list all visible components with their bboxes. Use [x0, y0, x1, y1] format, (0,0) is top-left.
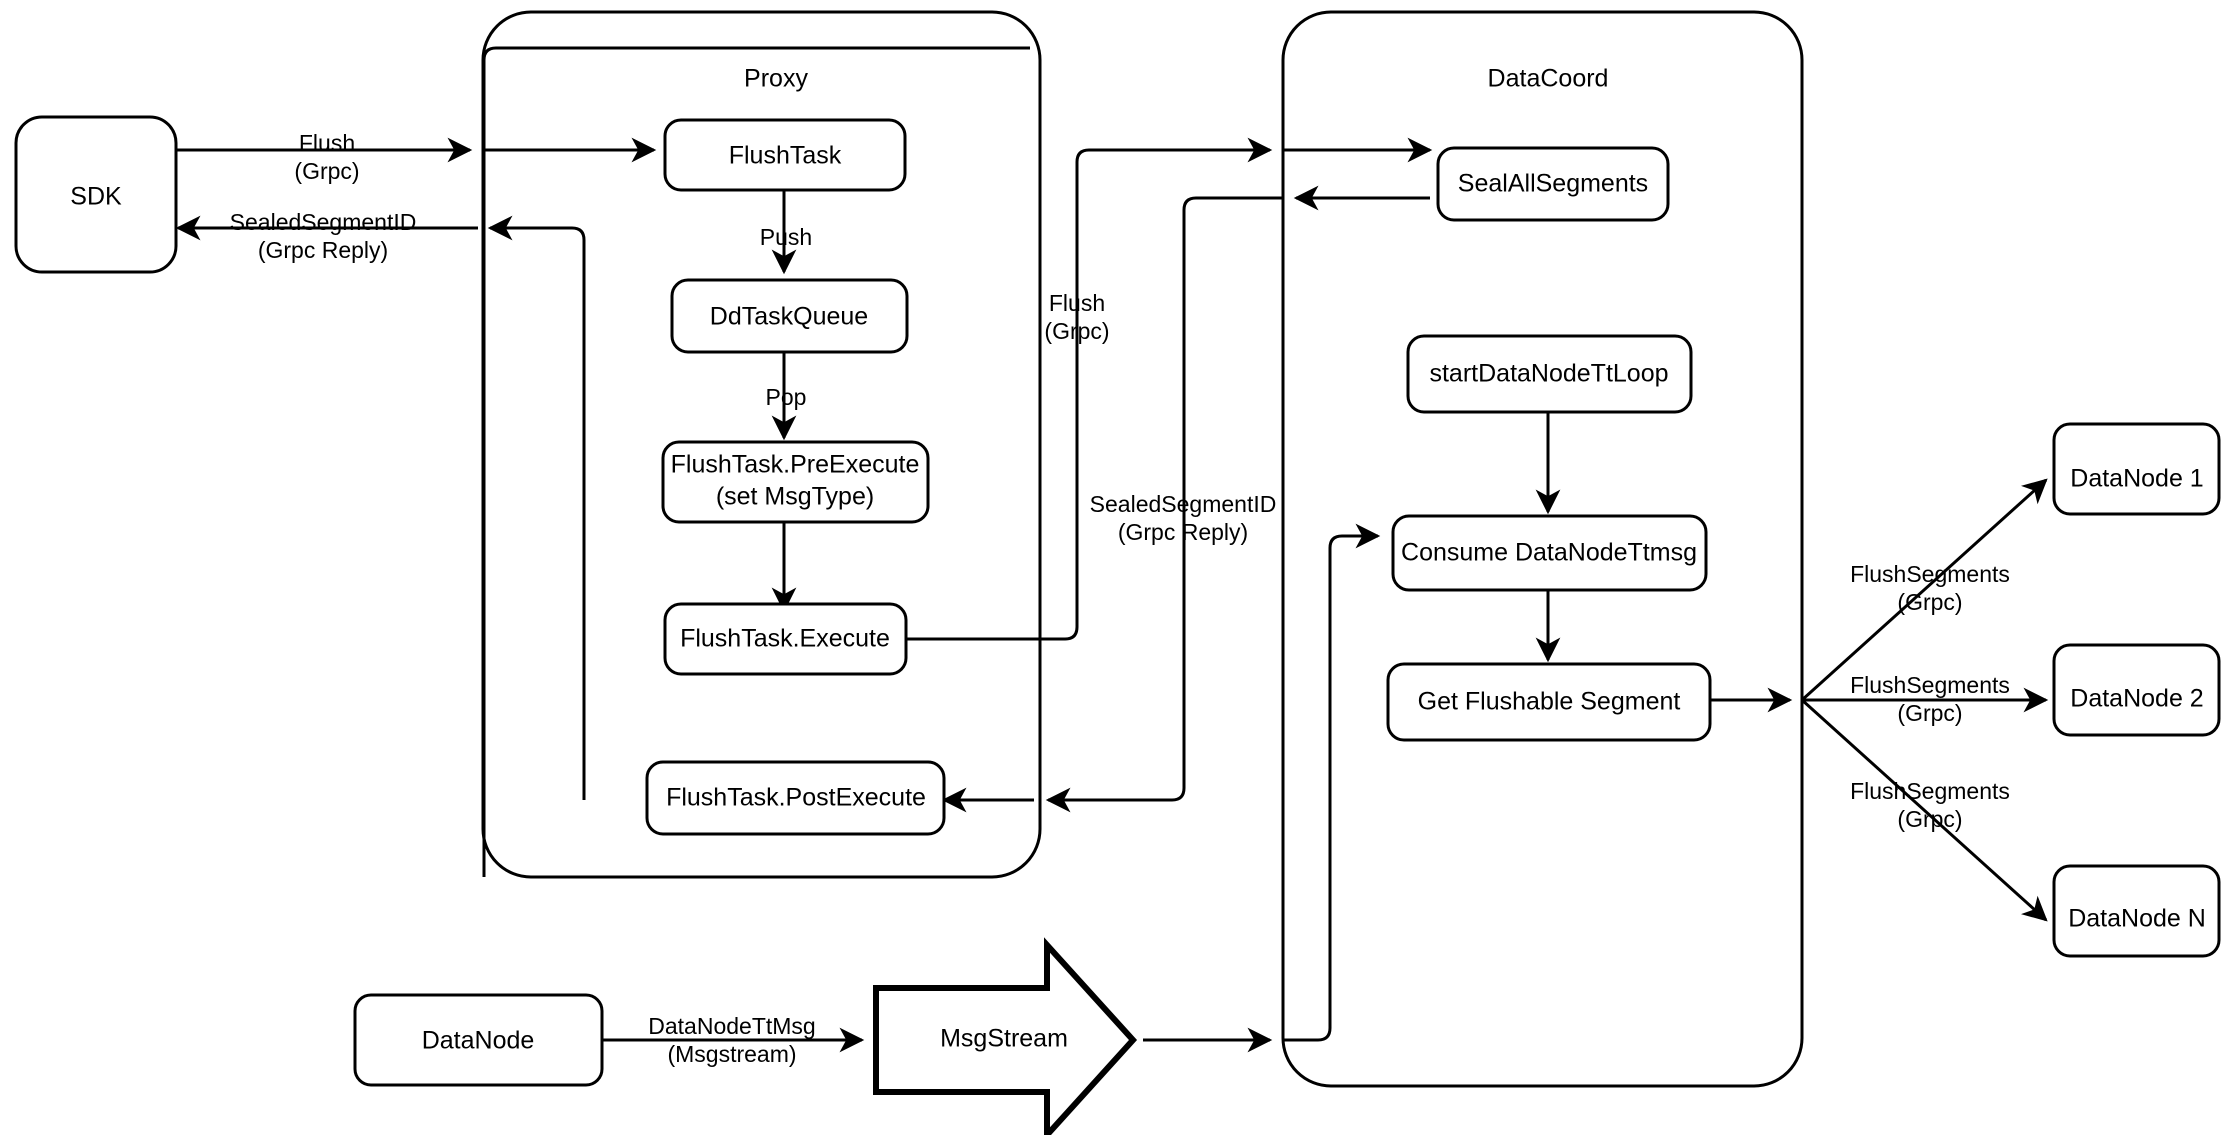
msgstream-label: MsgStream [940, 1025, 1068, 1053]
msgstream-arrow-shape[interactable] [873, 937, 1138, 1135]
edge-postexecute-to-proxy-boundary [487, 215, 586, 800]
preexecute-box[interactable] [661, 440, 930, 524]
edge-datacoord-bottom-to-consume [1283, 523, 1381, 1042]
consume-datanodettmsg-box[interactable] [1391, 514, 1708, 592]
group-datacoord: DataCoord [1281, 10, 1804, 1088]
consume-datanodettmsg-label: Consume DataNodeTtmsg [1401, 539, 1697, 567]
postexecute-box[interactable] [645, 760, 946, 836]
edge-label-coord-sealedsegmentid-line1: SealedSegmentID [1090, 491, 1277, 517]
proxy-title: Proxy [744, 65, 808, 93]
datacoord-container [1281, 10, 1804, 1088]
edge-label-flushsegments-2-line1: FlushSegments [1850, 672, 2010, 698]
preexecute-label-line2: (set MsgType) [716, 483, 874, 511]
edge-label-pop: Pop [766, 384, 807, 410]
datanode-bottom-label: DataNode [422, 1027, 535, 1055]
node-get-flushable-segment[interactable]: Get Flushable Segment [1386, 662, 1712, 742]
edge-label-datanodettmsg-line2: (Msgstream) [667, 1041, 796, 1067]
node-datanode-1[interactable]: DataNode 1 [2052, 422, 2221, 516]
edge-label-flush-grpc-line2: (Grpc) [294, 158, 359, 184]
edge-label-proxy-flush-line1: Flush [1049, 290, 1105, 316]
startdatanodettloop-label: startDataNodeTtLoop [1429, 360, 1668, 388]
sealallsegments-label: SealAllSegments [1458, 170, 1648, 198]
edge-label-sealedsegmentid-reply-line2: (Grpc Reply) [258, 237, 388, 263]
node-datanode-n[interactable]: DataNode N [2052, 864, 2221, 958]
flushtask-label: FlushTask [729, 142, 842, 170]
edge-label-flushsegments-2-line2: (Grpc) [1897, 700, 1962, 726]
execute-label: FlushTask.Execute [680, 625, 890, 653]
postexecute-label: FlushTask.PostExecute [666, 784, 926, 812]
edge-execute-to-datacoord [906, 137, 1273, 641]
get-flushable-segment-box[interactable] [1386, 662, 1712, 742]
datanode-n-label: DataNode N [2068, 905, 2206, 933]
edge-label-flushsegments-n-line1: FlushSegments [1850, 778, 2010, 804]
node-flushtask-execute[interactable]: FlushTask.Execute [663, 602, 908, 676]
edge-label-flushsegments-n-line2: (Grpc) [1897, 806, 1962, 832]
edge-label-coord-sealedsegmentid-line2: (Grpc Reply) [1118, 519, 1248, 545]
datanode-1-box[interactable] [2052, 422, 2221, 516]
datanode-n-box[interactable] [2052, 864, 2221, 958]
sealallsegments-box[interactable] [1436, 146, 1670, 222]
node-startdatanodettloop[interactable]: startDataNodeTtLoop [1406, 334, 1693, 414]
datanode-2-label: DataNode 2 [2070, 685, 2203, 713]
edge-label-flushsegments-1-line2: (Grpc) [1897, 589, 1962, 615]
edge-proxy-top-rail [482, 46, 1030, 61]
node-datanode-bottom[interactable]: DataNode [353, 993, 604, 1087]
datanode-1-label: DataNode 1 [2070, 465, 2203, 493]
preexecute-label-line1: FlushTask.PreExecute [671, 451, 920, 479]
get-flushable-segment-label: Get Flushable Segment [1418, 688, 1681, 716]
edge-label-sealedsegmentid-reply-line1: SealedSegmentID [230, 209, 417, 235]
startdatanodettloop-box[interactable] [1406, 334, 1693, 414]
datacoord-title: DataCoord [1488, 65, 1609, 93]
sdk-box[interactable] [14, 115, 178, 274]
edge-datacoord-to-proxy-reply [1045, 196, 1283, 813]
node-flushtask-postexecute[interactable]: FlushTask.PostExecute [645, 760, 946, 836]
node-sdk[interactable]: SDK [14, 115, 178, 274]
node-datanode-2[interactable]: DataNode 2 [2052, 643, 2221, 737]
edge-hub-to-datanode-n [1800, 698, 2048, 922]
edge-label-proxy-flush-line2: (Grpc) [1044, 318, 1109, 344]
node-consume-datanodettmsg[interactable]: Consume DataNodeTtmsg [1391, 514, 1708, 592]
ddtaskqueue-label: DdTaskQueue [710, 303, 868, 331]
datanode-bottom-box[interactable] [353, 993, 604, 1087]
edge-label-flushsegments-1-line1: FlushSegments [1850, 561, 2010, 587]
node-msgstream[interactable]: MsgStream [873, 937, 1138, 1135]
ddtaskqueue-box[interactable] [670, 278, 909, 354]
datanode-2-box[interactable] [2052, 643, 2221, 737]
node-flushtask[interactable]: FlushTask [663, 118, 907, 192]
execute-box[interactable] [663, 602, 908, 676]
node-sealallsegments[interactable]: SealAllSegments [1436, 146, 1670, 222]
edge-label-flush-grpc-line1: Flush [299, 130, 355, 156]
sdk-label: SDK [70, 183, 122, 211]
edge-label-datanodettmsg-line1: DataNodeTtMsg [648, 1013, 815, 1039]
node-flushtask-preexecute[interactable]: FlushTask.PreExecute (set MsgType) [661, 440, 930, 524]
node-ddtaskqueue[interactable]: DdTaskQueue [670, 278, 909, 354]
flushtask-box[interactable] [663, 118, 907, 192]
edge-label-push: Push [760, 224, 812, 250]
edge-hub-to-datanode-1 [1800, 478, 2048, 702]
